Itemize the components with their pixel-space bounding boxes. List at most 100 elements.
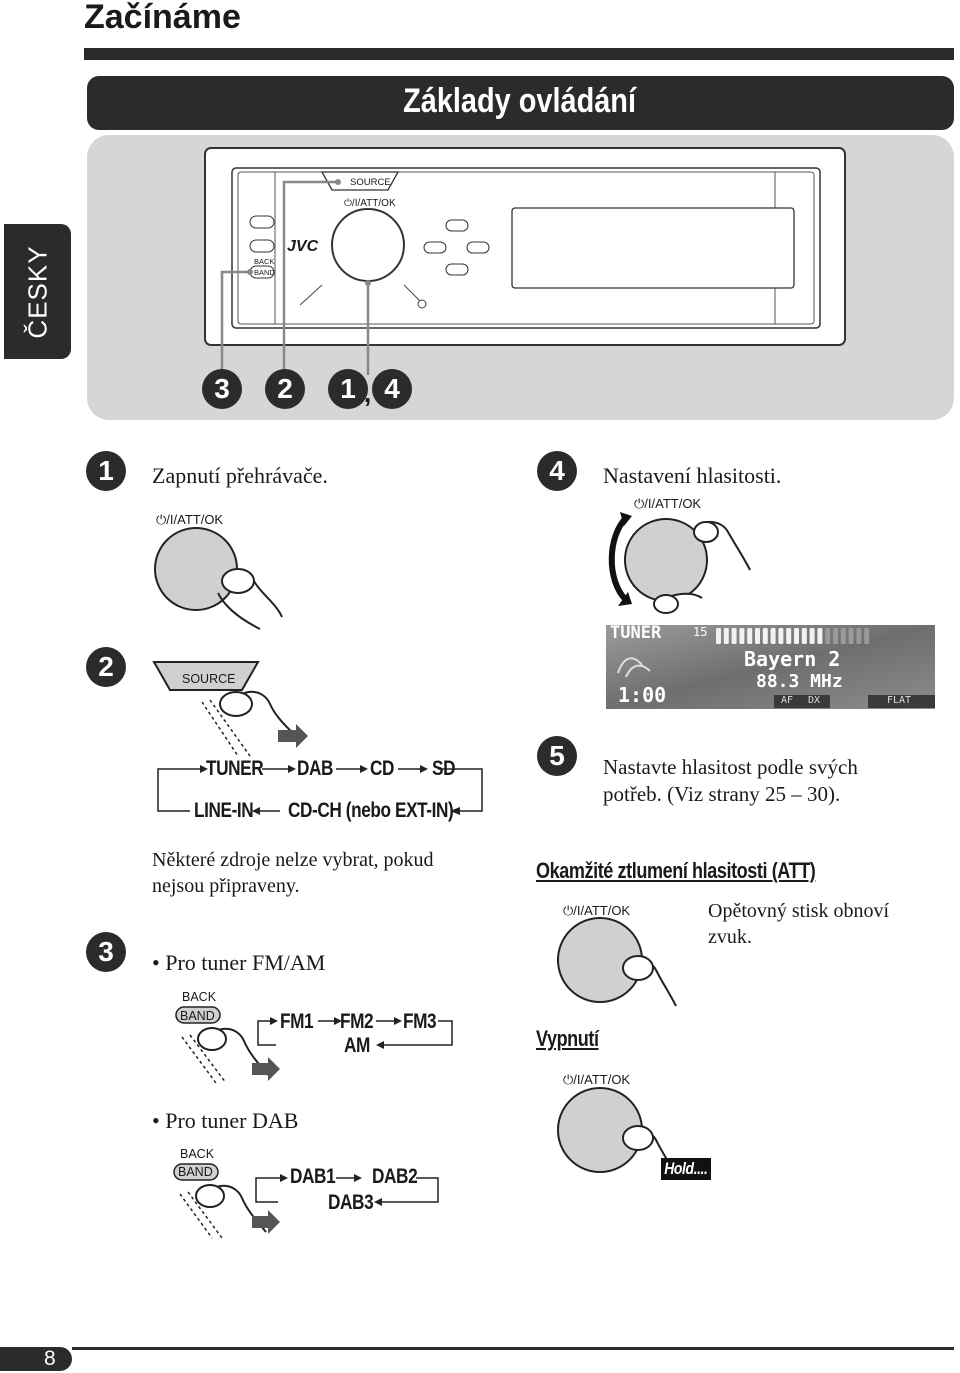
- step-1-knob-label: ⏻/I/ATT/OK: [156, 512, 224, 527]
- radio-button-left-2[interactable]: [249, 239, 275, 253]
- radio-display-window: [511, 207, 795, 289]
- dab-band-label: BAND: [178, 1165, 213, 1179]
- step-5-number: 5: [537, 736, 577, 776]
- volume-bar-segment: [840, 628, 846, 644]
- display-station: Bayern 2: [744, 647, 841, 671]
- volume-bar-segment: [739, 628, 745, 644]
- hold-badge-text: Hold....: [664, 1159, 708, 1178]
- fm-band-label: BAND: [180, 1009, 215, 1023]
- radio-button-left-1[interactable]: [249, 215, 275, 229]
- radio-button-center-2[interactable]: [423, 241, 447, 254]
- cycle-line-in: LINE-IN: [194, 799, 254, 822]
- fm-am-heading: • Pro tuner FM/AM: [152, 950, 326, 975]
- cycle-sd: SD: [432, 757, 456, 780]
- off-knob-hold-illustration: [557, 1087, 677, 1177]
- volume-bar-segment: [778, 628, 784, 644]
- radio-button-center-1[interactable]: [445, 219, 469, 232]
- hold-badge: Hold....: [661, 1158, 711, 1180]
- volume-bar-group: [716, 628, 870, 644]
- step-4-knob-turn-illustration: [608, 512, 751, 614]
- cycle-cd-ch: CD-CH (nebo EXT-IN): [288, 799, 454, 822]
- volume-bar-segment: [801, 628, 807, 644]
- volume-bar-segment: [747, 628, 753, 644]
- cycle-dab1: DAB1: [290, 1165, 336, 1188]
- fm-back-label: BACK: [182, 990, 217, 1004]
- volume-bar-segment: [731, 628, 737, 644]
- step-2-source-cycle-arrows: [157, 765, 483, 815]
- step-2-note-line-1: Některé zdroje nelze vybrat, pokud: [152, 849, 434, 871]
- step-1-text: Zapnutí přehrávače.: [152, 463, 328, 488]
- radio-button-center-4[interactable]: [445, 263, 469, 276]
- step-2-note: Některé zdroje nelze vybrat, pokud nejso…: [152, 847, 434, 899]
- section-banner: Základy ovládání: [87, 76, 954, 130]
- callout-2: 2: [265, 369, 305, 409]
- page-number-tab: 8: [0, 1347, 72, 1371]
- att-restore-note: Opětovný stisk obnoví zvuk.: [708, 898, 889, 950]
- footer-rule: [72, 1347, 954, 1350]
- volume-bar-segment: [856, 628, 862, 644]
- cycle-dab2: DAB2: [372, 1165, 418, 1188]
- volume-bar-segment: [864, 628, 870, 644]
- source-button-shape[interactable]: [320, 171, 400, 191]
- step-1-number: 1: [86, 451, 126, 491]
- att-restore-line-1: Opětovný stisk obnoví: [708, 900, 890, 922]
- page-number: 8: [44, 1347, 56, 1370]
- step-3-number: 3: [86, 932, 126, 972]
- volume-bar-segment: [762, 628, 768, 644]
- callout-3: 3: [202, 369, 242, 409]
- volume-bar-segment: [755, 628, 760, 644]
- radio-button-center-3[interactable]: [466, 241, 490, 254]
- section-banner-title: Základy ovládání: [403, 82, 636, 120]
- source-button-label: SOURCE: [350, 177, 391, 188]
- step-4-number: 4: [537, 451, 577, 491]
- display-frequency: 88.3 MHz: [756, 671, 843, 692]
- power-button-label: ⏻/I/ATT/OK: [344, 198, 396, 209]
- volume-bar-segment: [817, 628, 823, 644]
- volume-bar-segment: [770, 628, 776, 644]
- power-volume-knob-shape[interactable]: [331, 208, 405, 282]
- dab-back-label: BACK: [180, 1147, 215, 1161]
- step-2-note-line-2: nejsou připraveny.: [152, 875, 300, 897]
- jvc-logo: JVC: [287, 238, 319, 255]
- callout-separator: ,: [364, 378, 372, 408]
- cycle-dab: DAB: [297, 757, 334, 780]
- radio-faceplate-illustration: [204, 147, 846, 375]
- display-volume: 15: [693, 625, 708, 639]
- back-label: BACK: [254, 257, 275, 266]
- band-label: BAND: [254, 268, 275, 277]
- display-source: TUNER: [610, 623, 662, 643]
- step-2-source-press-illustration: [152, 661, 308, 757]
- att-restore-line-2: zvuk.: [708, 926, 752, 948]
- fm-am-heading-text: Pro tuner FM/AM: [165, 950, 326, 975]
- step-5-text: Nastavte hlasitost podle svých potřeb. (…: [603, 754, 858, 808]
- dab-band-press-illustration: [173, 1163, 439, 1239]
- step-2-source-label: SOURCE: [182, 672, 236, 686]
- display-indicator-af: AF: [781, 695, 794, 706]
- cycle-am: AM: [344, 1034, 370, 1057]
- display-eq: FLAT: [887, 695, 912, 706]
- att-knob-press-illustration: [557, 917, 677, 1007]
- display-clock: 1:00: [618, 683, 667, 707]
- volume-bar-segment: [786, 628, 792, 644]
- volume-bar-segment: [833, 628, 838, 644]
- step-4-text: Nastavení hlasitosti.: [603, 463, 782, 488]
- tuner-display-illustration: [606, 625, 935, 709]
- cycle-fm2: FM2: [340, 1010, 374, 1033]
- dab-heading-text: Pro tuner DAB: [165, 1108, 299, 1133]
- dab-heading: • Pro tuner DAB: [152, 1108, 299, 1133]
- cycle-tuner: TUNER: [206, 757, 264, 780]
- display-indicator-dx: DX: [808, 695, 821, 706]
- step-5-line-2: potřeb. (Viz strany 25 – 30).: [603, 782, 841, 806]
- cycle-fm3: FM3: [403, 1010, 437, 1033]
- title-rule: [84, 48, 954, 60]
- volume-bar-segment: [794, 628, 799, 644]
- step-2-number: 2: [86, 647, 126, 687]
- volume-bar-segment: [723, 628, 729, 644]
- cycle-dab3: DAB3: [328, 1191, 374, 1214]
- att-title: Okamžité ztlumení hlasitosti (ATT): [536, 858, 816, 883]
- off-knob-label: ⏻/I/ATT/OK: [563, 1072, 631, 1087]
- volume-bar-segment: [825, 628, 831, 644]
- cycle-cd: CD: [370, 757, 395, 780]
- fm-band-press-illustration: [175, 1006, 453, 1084]
- step-5-line-1: Nastavte hlasitost podle svých: [603, 755, 858, 779]
